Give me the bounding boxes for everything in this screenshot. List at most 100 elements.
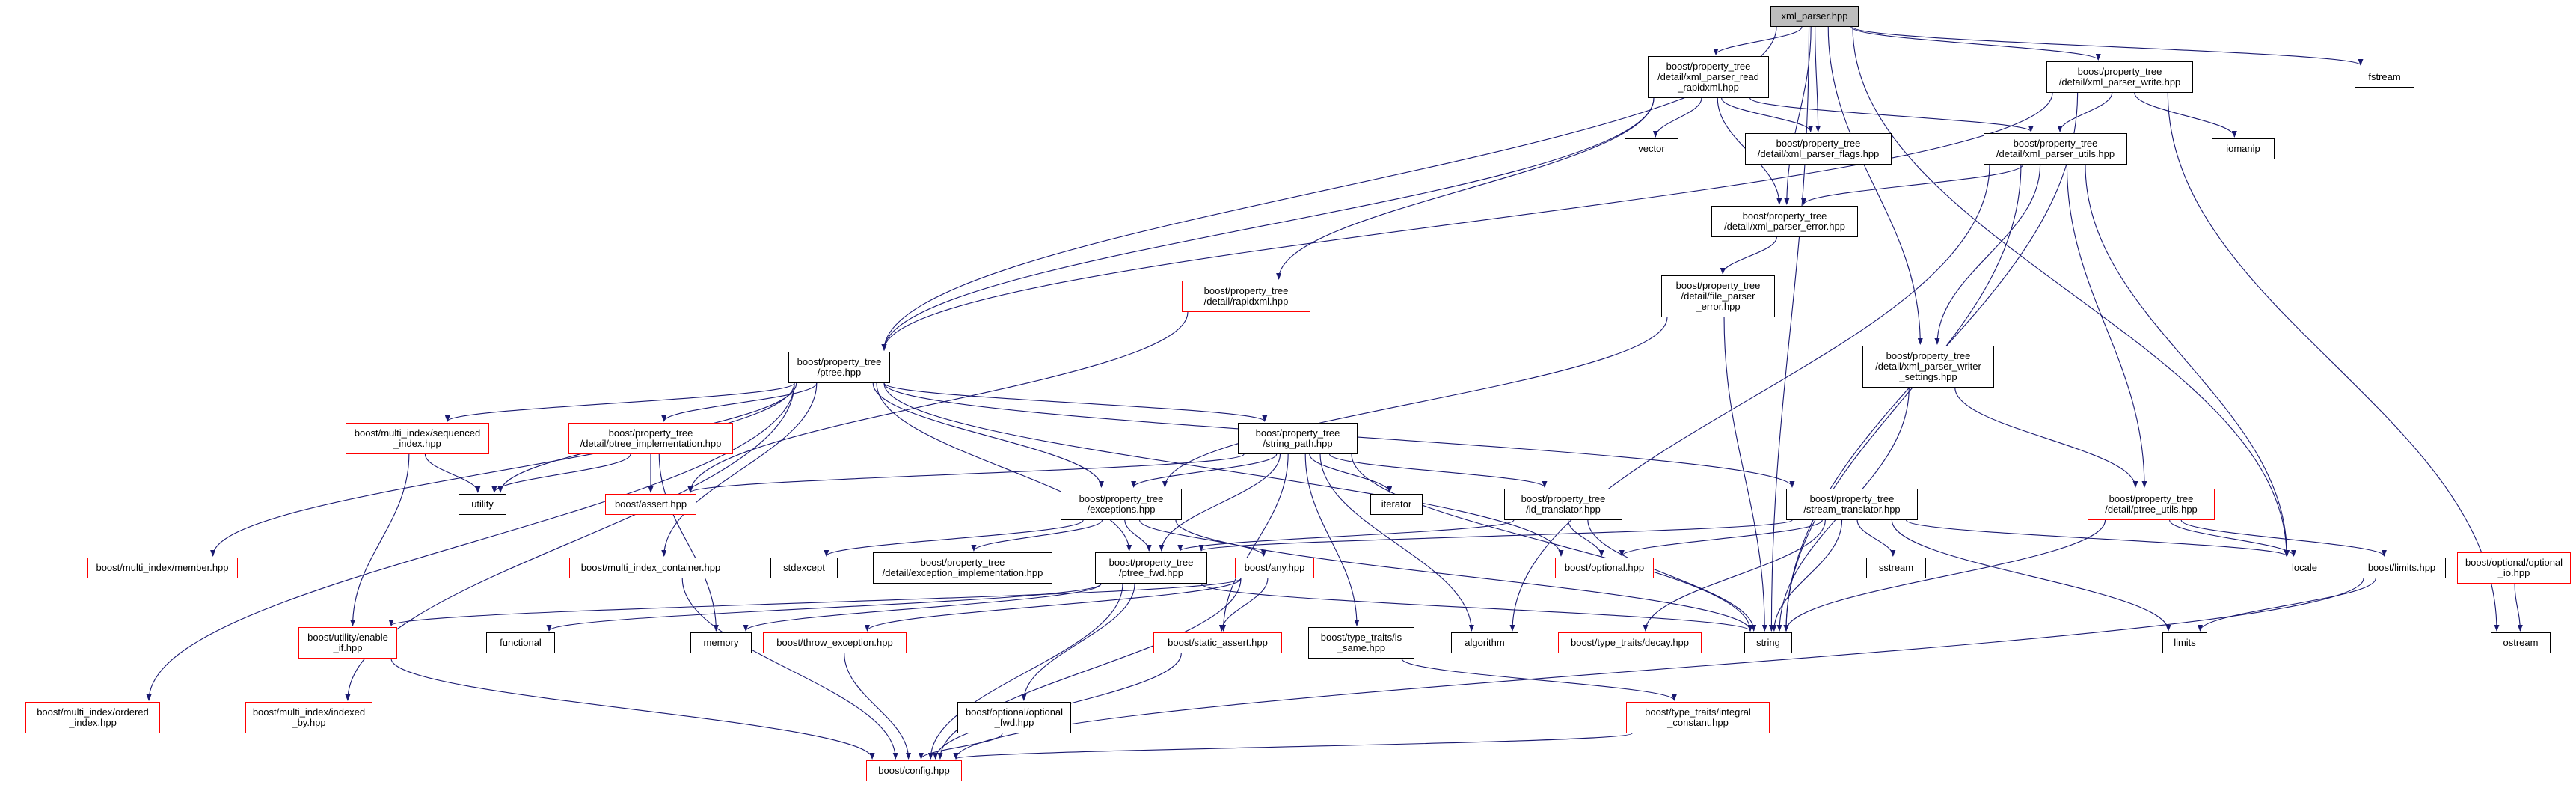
graph-node-error[interactable]: boost/property_tree /detail/xml_parser_e…	[1711, 206, 1858, 237]
include-edge-utils-locale	[2085, 164, 2290, 557]
include-edge-ptree-string_path	[883, 382, 1268, 422]
graph-node-read_rapidxml[interactable]: boost/property_tree /detail/xml_parser_r…	[1648, 56, 1769, 98]
graph-node-indexed_by[interactable]: boost/multi_index/indexed _by.hpp	[245, 702, 372, 733]
include-edge-stream_translator-limits	[1891, 519, 2171, 632]
graph-node-string_path[interactable]: boost/property_tree /string_path.hpp	[1238, 423, 1358, 454]
graph-node-vector[interactable]: vector	[1625, 138, 1678, 159]
include-edge-sequenced_index-enable_if	[350, 453, 410, 626]
include-edge-string_path-algorithm	[1319, 453, 1474, 632]
graph-node-id_translator[interactable]: boost/property_tree /id_translator.hpp	[1504, 489, 1622, 520]
include-edge-read_rapidxml-rapidxml	[1276, 97, 1655, 280]
graph-node-ptree_fwd[interactable]: boost/property_tree /ptree_fwd.hpp	[1095, 552, 1207, 584]
graph-node-iterator[interactable]: iterator	[1370, 494, 1423, 515]
graph-node-exceptions[interactable]: boost/property_tree /exceptions.hpp	[1061, 489, 1182, 520]
include-edge-ptree_fwd-config	[927, 583, 1123, 760]
include-edge-writer_settings-ptree_utils	[1954, 387, 2138, 488]
graph-node-integral_constant[interactable]: boost/type_traits/integral _constant.hpp	[1626, 702, 1770, 733]
graph-node-static_assert[interactable]: boost/static_assert.hpp	[1153, 632, 1282, 653]
graph-node-sstream[interactable]: sstream	[1866, 558, 1926, 578]
graph-node-writer_settings[interactable]: boost/property_tree /detail/xml_parser_w…	[1862, 346, 1994, 388]
include-edge-root-flags	[1815, 26, 1821, 132]
include-edge-id_translator-ptree_fwd	[1177, 519, 1515, 552]
include-edge-root-write	[1850, 26, 2101, 61]
include-edge-stream_translator-optional	[1619, 519, 1823, 557]
graph-node-optional_fwd[interactable]: boost/optional/optional _fwd.hpp	[957, 702, 1071, 733]
include-edge-root-read_rapidxml	[1713, 26, 1803, 55]
include-edge-multi_index_container-config	[681, 578, 898, 760]
graph-node-write[interactable]: boost/property_tree /detail/xml_parser_w…	[2046, 61, 2193, 93]
graph-node-stream_translator[interactable]: boost/property_tree /stream_translator.h…	[1786, 489, 1918, 520]
graph-node-optional_io[interactable]: boost/optional/optional _io.hpp	[2457, 552, 2571, 584]
graph-node-throw_exception[interactable]: boost/throw_exception.hpp	[763, 632, 907, 653]
include-edge-root-locale	[1852, 26, 2290, 557]
graph-node-functional[interactable]: functional	[486, 632, 555, 653]
graph-node-is_same[interactable]: boost/type_traits/is _same.hpp	[1308, 627, 1414, 659]
graph-node-any[interactable]: boost/any.hpp	[1235, 558, 1314, 578]
graph-node-iomanip[interactable]: iomanip	[2212, 138, 2275, 159]
include-edge-ptree_fwd-memory	[743, 583, 1102, 632]
graph-node-rapidxml[interactable]: boost/property_tree /detail/rapidxml.hpp	[1182, 281, 1310, 312]
include-edge-ptree_fwd-string	[1200, 583, 1753, 632]
graph-node-ptree_implementation[interactable]: boost/property_tree /detail/ptree_implem…	[568, 423, 733, 454]
graph-node-enable_if[interactable]: boost/utility/enable _if.hpp	[298, 627, 397, 659]
graph-node-limits[interactable]: limits	[2162, 632, 2207, 653]
graph-node-fstream[interactable]: fstream	[2355, 67, 2414, 88]
graph-node-ordered_index[interactable]: boost/multi_index/ordered _index.hpp	[25, 702, 160, 733]
include-edge-any-config	[937, 578, 1242, 760]
include-edge-stream_translator-string	[1771, 519, 1843, 632]
graph-node-optional[interactable]: boost/optional.hpp	[1555, 558, 1654, 578]
include-edge-write-utils	[2057, 92, 2113, 132]
include-edge-any-static_assert	[1218, 578, 1269, 632]
graph-node-ostream[interactable]: ostream	[2491, 632, 2551, 653]
include-edge-ptree-exceptions	[872, 382, 1104, 488]
include-edge-utils-error	[1801, 164, 2024, 205]
graph-node-stdexcept[interactable]: stdexcept	[770, 558, 838, 578]
include-edge-read_rapidxml-flags	[1721, 97, 1814, 132]
include-edge-integral_constant-config	[954, 733, 1633, 760]
graph-node-boost_limits[interactable]: boost/limits.hpp	[2358, 558, 2446, 578]
include-edge-ptree_implementation-utility	[491, 453, 631, 493]
graph-node-string[interactable]: string	[1744, 632, 1792, 653]
include-edge-throw_exception-config	[844, 653, 912, 760]
include-edge-write-ptree	[881, 92, 2053, 351]
graph-node-file_parser_error[interactable]: boost/property_tree /detail/file_parser …	[1661, 275, 1775, 317]
graph-node-ptree[interactable]: boost/property_tree /ptree.hpp	[788, 352, 890, 383]
include-edge-ptree_utils-string	[1783, 519, 2106, 632]
graph-node-exception_implementation[interactable]: boost/property_tree /detail/exception_im…	[873, 552, 1052, 584]
include-edge-root-ptree	[881, 26, 1777, 351]
graph-node-assert[interactable]: boost/assert.hpp	[605, 494, 696, 515]
graph-node-sequenced_index[interactable]: boost/multi_index/sequenced _index.hpp	[346, 423, 489, 454]
include-edge-root-string	[1768, 26, 1810, 632]
graph-node-member[interactable]: boost/multi_index/member.hpp	[87, 558, 238, 578]
graph-node-algorithm[interactable]: algorithm	[1451, 632, 1518, 653]
graph-node-utils[interactable]: boost/property_tree /detail/xml_parser_u…	[1984, 133, 2127, 165]
graph-node-flags[interactable]: boost/property_tree /detail/xml_parser_f…	[1745, 133, 1892, 165]
include-edge-exceptions-ptree_fwd	[1124, 519, 1152, 552]
include-edge-utils-algorithm	[1509, 164, 1990, 632]
include-edge-exceptions-exception_implementation	[971, 519, 1103, 552]
graph-node-multi_index_container[interactable]: boost/multi_index_container.hpp	[569, 558, 732, 578]
include-edge-ptree-sequenced_index	[445, 382, 795, 422]
include-edge-ptree_implementation-memory	[658, 453, 719, 632]
graph-node-locale[interactable]: locale	[2281, 558, 2328, 578]
graph-node-config[interactable]: boost/config.hpp	[866, 760, 962, 781]
include-edge-root-fstream	[1852, 26, 2364, 66]
include-edge-ptree-ptree_fwd	[876, 382, 1132, 552]
include-edge-utils-ptree_utils	[2066, 164, 2147, 488]
graph-node-memory[interactable]: memory	[690, 632, 752, 653]
include-edge-rapidxml-assert	[687, 311, 1189, 493]
graph-node-root[interactable]: xml_parser.hpp	[1770, 6, 1859, 27]
include-edge-utils-string	[1783, 164, 2022, 632]
include-edge-optional_fwd-config	[919, 733, 1003, 760]
include-edge-is_same-integral_constant	[1401, 658, 1677, 701]
include-edge-stream_translator-locale	[1906, 519, 2290, 557]
graph-node-decay[interactable]: boost/type_traits/decay.hpp	[1558, 632, 1702, 653]
graph-node-ptree_utils[interactable]: boost/property_tree /detail/ptree_utils.…	[2088, 489, 2215, 520]
graph-node-utility[interactable]: utility	[459, 494, 506, 515]
include-edge-string_path-assert	[687, 453, 1245, 493]
include-edge-id_translator-optional	[1568, 519, 1604, 557]
include-edge-string_path-id_translator	[1329, 453, 1548, 488]
include-edge-string_path-ptree_fwd	[1159, 453, 1281, 552]
